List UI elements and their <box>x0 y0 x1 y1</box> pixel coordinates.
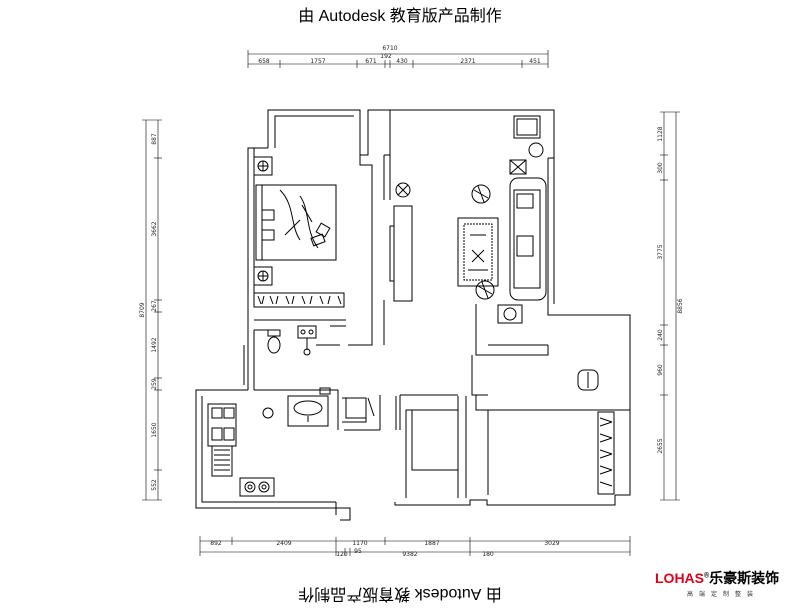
logo-brand: LOHAS <box>655 570 704 586</box>
wardrobe <box>253 292 345 308</box>
dim-left-seg-6: 1650 <box>151 422 158 437</box>
dim-top-seg-1: 658 <box>258 58 270 65</box>
drain <box>319 387 331 395</box>
autodesk-watermark-top: 由 Autodesk 教育版产品制作 <box>298 8 502 25</box>
desk-chair <box>577 369 599 391</box>
dim-bottom-sub-2: 95 <box>354 548 362 555</box>
logo-name: 乐豪斯装饰 <box>709 570 780 586</box>
dim-right-seg-6: 2655 <box>657 438 664 453</box>
dim-top-total: 6710 <box>382 45 397 52</box>
armchair-top <box>471 184 491 204</box>
washing-machine <box>342 397 375 423</box>
dim-left-total: 8709 <box>139 302 146 317</box>
interior-walls <box>254 155 630 495</box>
dim-bottom-seg-4: 1887 <box>424 540 439 547</box>
cabinet-corner <box>513 115 541 139</box>
sofa <box>509 177 547 301</box>
dim-bottom-seg-2: 2409 <box>276 540 291 547</box>
dim-top-small: 192 <box>380 53 392 60</box>
dimension-bottom <box>199 536 631 556</box>
exterior-walls <box>195 109 631 521</box>
kitchen-counter <box>207 403 237 477</box>
dim-bottom-seg-5: 3029 <box>544 540 559 547</box>
wardrobe-right <box>597 411 615 495</box>
room-block <box>411 409 459 471</box>
dim-top-seg-4: 430 <box>396 58 408 65</box>
dim-bottom-seg-1: 892 <box>210 540 222 547</box>
dim-right-seg-3: 3775 <box>657 244 664 259</box>
dimension-right <box>660 111 680 501</box>
kitchen-round-fixture <box>262 407 274 419</box>
dim-top-seg-2: 1757 <box>310 58 325 65</box>
toilet <box>267 329 281 354</box>
dim-left-seg-5: 259 <box>151 378 158 390</box>
window <box>243 345 249 385</box>
dimension-left <box>142 119 162 501</box>
nightstand-top <box>253 156 273 176</box>
dim-top-seg-6: 451 <box>529 58 541 65</box>
dim-top-seg-3: 671 <box>365 58 377 65</box>
coffee-table <box>457 217 499 287</box>
logo-registered-mark: ® <box>704 572 710 580</box>
basin <box>297 325 317 356</box>
armchair-bottom <box>475 280 495 300</box>
dim-bottom-sub-4: 180 <box>482 551 494 558</box>
corner-round-fixture <box>528 142 544 158</box>
dim-right-seg-5: 960 <box>657 364 664 376</box>
bathtub <box>287 395 329 427</box>
dimension-top <box>247 50 549 68</box>
dim-right-total: 8856 <box>677 298 684 313</box>
window-box <box>509 159 527 175</box>
dim-left-seg-4: 1492 <box>151 337 158 352</box>
dim-left-seg-2: 3662 <box>151 221 158 236</box>
nightstand-bottom <box>253 266 273 286</box>
stove <box>239 477 275 497</box>
dim-left-seg-7: 552 <box>151 479 158 491</box>
dim-bottom-sub-3: 9382 <box>402 551 417 558</box>
dim-left-seg-3: 267 <box>151 300 158 312</box>
dim-left-seg-1: 887 <box>151 133 158 145</box>
dim-top-seg-5: 2371 <box>460 58 475 65</box>
lohas-logo: LOHAS®乐豪斯装饰 高端定制整装 <box>655 568 795 602</box>
tv-cabinet <box>389 205 413 302</box>
logo-tagline: 高端定制整装 <box>687 591 760 598</box>
dim-bottom-sub-1: 120 <box>336 551 348 558</box>
bed <box>255 184 337 261</box>
dim-right-seg-2: 300 <box>657 162 664 174</box>
dim-right-seg-1: 1128 <box>657 126 664 141</box>
floor-lamp <box>395 182 411 198</box>
side-table <box>497 304 523 324</box>
dim-right-seg-4: 240 <box>657 329 664 341</box>
dim-bottom-seg-3: 1170 <box>352 540 367 547</box>
